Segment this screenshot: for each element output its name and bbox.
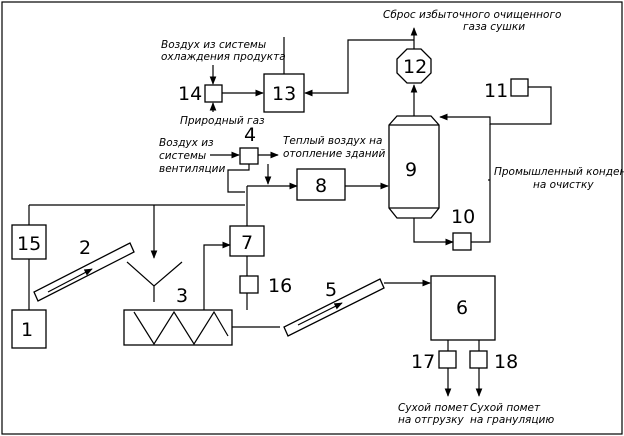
dry-granulation-label-1: Сухой помет <box>470 402 541 414</box>
exhaust-label-2: газа сушки <box>463 21 525 33</box>
unit-11-number: 11 <box>484 80 508 102</box>
unit-5-conveyor <box>283 278 385 337</box>
unit-10-box <box>452 232 472 251</box>
unit-4-box <box>239 147 259 165</box>
unit-16-number: 16 <box>268 275 292 297</box>
unit-11-box <box>510 78 529 97</box>
unit-8-number: 8 <box>315 175 327 197</box>
unit-1-number: 1 <box>21 319 33 341</box>
unit-7-number: 7 <box>241 232 253 254</box>
unit-14-number: 14 <box>178 83 202 105</box>
unit-12-fan <box>396 48 432 84</box>
unit-18-box <box>469 350 488 369</box>
cooling-air-label-1: Воздух из системы <box>161 39 266 51</box>
unit-1-box <box>11 309 47 349</box>
unit-15-number: 15 <box>17 233 41 255</box>
unit-18-number: 18 <box>494 351 518 373</box>
vent-air-label-3: вентиляции <box>159 163 225 175</box>
dry-shipment-label-2: на отгрузку <box>398 414 464 426</box>
warm-air-label-1: Теплый воздух на <box>283 135 382 147</box>
warm-air-label-2: отопление зданий <box>283 148 385 160</box>
unit-17-box <box>438 350 457 369</box>
dry-shipment-label-1: Сухой помет <box>398 402 469 414</box>
unit-14-box <box>204 84 223 103</box>
unit-17-number: 17 <box>411 351 435 373</box>
flow-lines <box>28 27 552 397</box>
unit-3-number: 3 <box>176 285 188 307</box>
cooling-air-label-2: охлаждения продукта <box>161 51 286 63</box>
vent-air-label-2: системы <box>159 150 206 162</box>
condensate-label-1: Промышленный конденсат <box>494 166 624 178</box>
unit-8-box <box>296 168 346 201</box>
unit-5-number: 5 <box>325 279 337 301</box>
unit-13-box <box>263 73 305 113</box>
unit-16-box <box>239 275 259 294</box>
condensate-label-2: на очистку <box>533 179 594 191</box>
unit-3-mixer <box>123 261 233 346</box>
unit-12-number: 12 <box>403 56 427 78</box>
unit-2-number: 2 <box>79 237 91 259</box>
natural-gas-label: Природный газ <box>180 115 265 127</box>
unit-10-number: 10 <box>451 206 475 228</box>
unit-4-number: 4 <box>244 124 256 146</box>
dry-granulation-label-2: на грануляцию <box>470 414 554 426</box>
unit-9-number: 9 <box>405 159 417 181</box>
vent-air-label-1: Воздух из <box>159 137 214 149</box>
unit-13-number: 13 <box>272 83 296 105</box>
unit-6-box <box>430 275 496 341</box>
exhaust-label-1: Сброс избыточного очищенного <box>383 9 561 21</box>
unit-2-conveyor <box>33 242 135 302</box>
unit-6-number: 6 <box>456 297 468 319</box>
